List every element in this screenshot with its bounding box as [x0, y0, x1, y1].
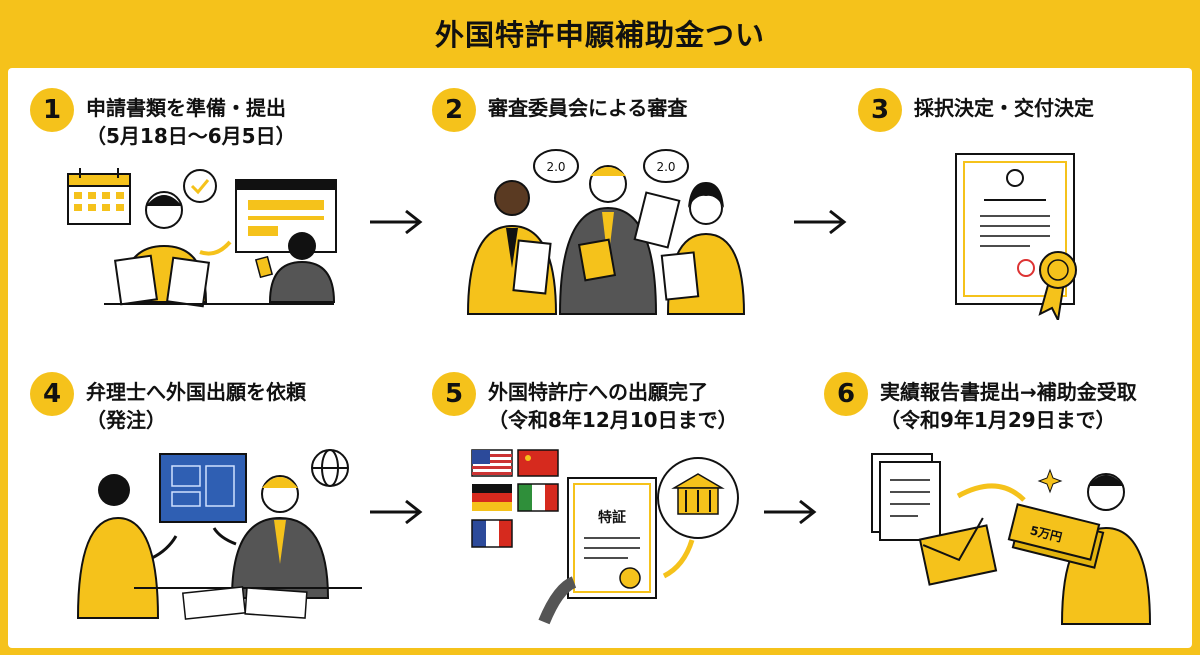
globe-icon	[311, 449, 349, 487]
patent-certificate-icon: 特証	[567, 477, 657, 599]
sparkle-icon	[1037, 468, 1063, 494]
step-4-number: 4	[30, 372, 74, 416]
page-title: 外国特許申願補助金つい	[434, 18, 765, 52]
patent-doc-label: 特証	[598, 509, 626, 526]
china-flag-icon	[517, 449, 559, 477]
person-submitter	[254, 232, 336, 303]
flow-arrow-4-5	[370, 499, 423, 525]
step-2-number: 2	[432, 88, 476, 132]
italy-flag-icon	[517, 483, 559, 512]
step-6-number: 6	[824, 372, 868, 416]
score-bubble-right: 2.0	[656, 160, 675, 174]
step-1-illustration	[67, 168, 337, 308]
patent-attorney-person	[212, 475, 330, 599]
drawing-sheet-icon	[181, 586, 247, 620]
step-3-illustration	[955, 153, 1077, 320]
calendar-icon	[67, 168, 131, 225]
step-1-label: 申請書類を準備・提出 （5月18日～6月5日）	[86, 96, 296, 148]
report-documents-icon	[871, 453, 941, 541]
reviewer-right	[660, 182, 746, 315]
arrow-icon	[199, 240, 232, 256]
speech-bubble-icon: 2.0	[643, 149, 689, 183]
step-6-illustration: 5万円	[871, 453, 1152, 625]
step-5-label: 外国特許庁への出願完了 （令和8年12月10日まで）	[488, 380, 738, 432]
speech-bubble-icon: 2.0	[533, 149, 579, 183]
cash-bundle-icon: 5万円	[1007, 503, 1105, 569]
usa-flag-icon	[471, 449, 513, 477]
flow-arrow-1-2	[370, 209, 423, 235]
step-2-illustration: 2.0 2.0	[466, 149, 746, 315]
germany-flag-icon	[472, 484, 512, 511]
step-3-label: 採択決定・交付決定	[914, 96, 1094, 120]
step-3-number: 3	[858, 88, 902, 132]
reviewer-center	[558, 165, 681, 315]
hand-icon	[538, 576, 577, 625]
step-4-illustration	[76, 449, 362, 620]
step-4-label: 弁理士へ外国出願を依頼 （発注）	[86, 380, 306, 432]
flow-arrow-5-6	[764, 499, 817, 525]
step-5-illustration: 特証	[471, 449, 739, 625]
blueprint-icon	[159, 453, 247, 523]
envelope-icon	[918, 517, 998, 586]
client-person	[76, 474, 178, 619]
step-6-label: 実績報告書提出→補助金受取 （令和9年1月29日まで）	[880, 380, 1137, 432]
recipient-person	[1060, 473, 1152, 625]
step-5-number: 5	[432, 372, 476, 416]
arrow-icon	[662, 539, 695, 579]
score-bubble-left: 2.0	[546, 160, 565, 174]
step-2-label: 審査委員会による審査	[488, 96, 688, 120]
france-flag-icon	[471, 519, 513, 548]
flow-arrow-2-3	[794, 209, 847, 235]
award-seal-icon	[1038, 251, 1077, 320]
check-bubble-icon	[183, 169, 217, 203]
patent-office-building-icon	[657, 457, 739, 539]
person-applicant	[113, 191, 211, 308]
arrow-icon	[956, 483, 1026, 502]
reviewer-left	[466, 180, 558, 315]
browser-window-icon	[235, 179, 337, 253]
step-1-number: 1	[30, 88, 74, 132]
drawing-sheet-icon	[244, 587, 308, 619]
